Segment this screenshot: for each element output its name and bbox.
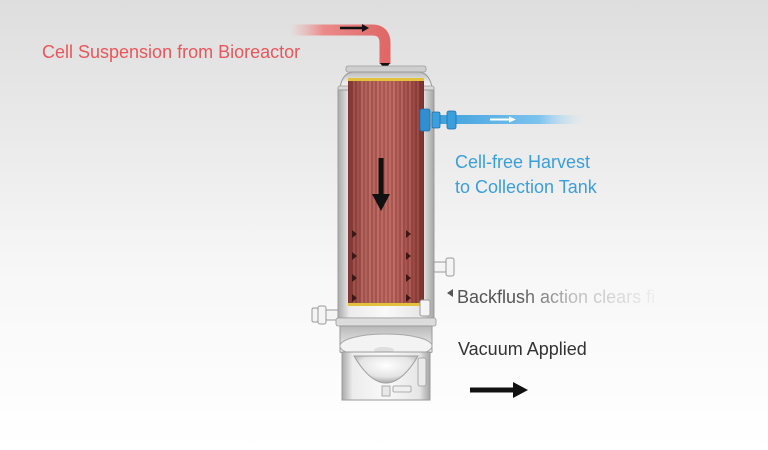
side-port-left (311, 305, 339, 325)
harvest-label-line2: to Collection Tank (455, 177, 597, 197)
bottom-endcap (348, 303, 424, 306)
vacuum-label: Vacuum Applied (458, 339, 587, 359)
backflush-arrows (352, 230, 411, 302)
fiber-bundle (348, 78, 424, 306)
inlet-pipe (290, 24, 391, 70)
vacuum-chamber (335, 317, 437, 401)
harvest-outlet (419, 108, 584, 132)
harvest-label-line1: Cell-free Harvest (455, 152, 591, 172)
down-arrow-icon (372, 158, 390, 211)
side-port-right (419, 257, 455, 317)
inlet-label: Cell Suspension from Bioreactor (42, 42, 301, 62)
backflush-label: Backflush action clears fi (457, 287, 656, 307)
vacuum-arrow-icon (470, 382, 528, 398)
backflush-pointer-icon (447, 289, 453, 297)
top-endcap (348, 78, 424, 81)
